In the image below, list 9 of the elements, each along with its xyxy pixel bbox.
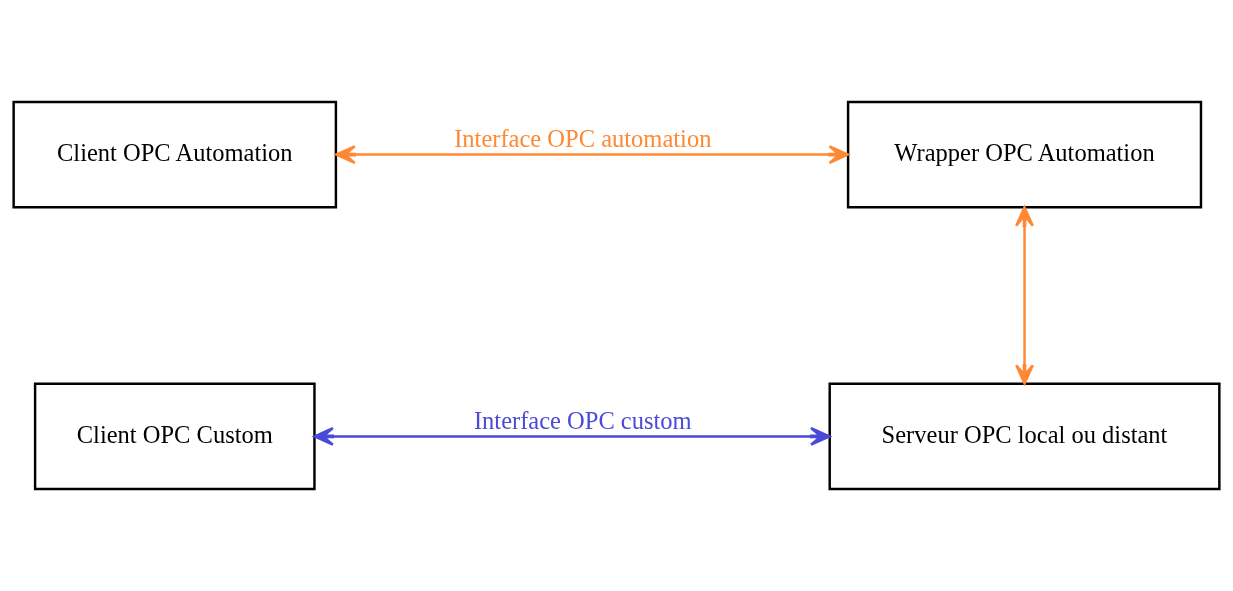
node-box: Client OPC Automation — [12, 100, 338, 209]
node-box: Serveur OPC local ou distant — [828, 382, 1221, 491]
node-box: Wrapper OPC Automation — [846, 100, 1203, 209]
arrow — [1015, 206, 1035, 385]
arrow — [313, 426, 831, 446]
edge-label: Interface OPC automation — [454, 125, 712, 153]
node-box: Client OPC Custom — [33, 382, 316, 491]
arrow — [335, 145, 850, 165]
edge-label: Interface OPC custom — [473, 407, 692, 435]
